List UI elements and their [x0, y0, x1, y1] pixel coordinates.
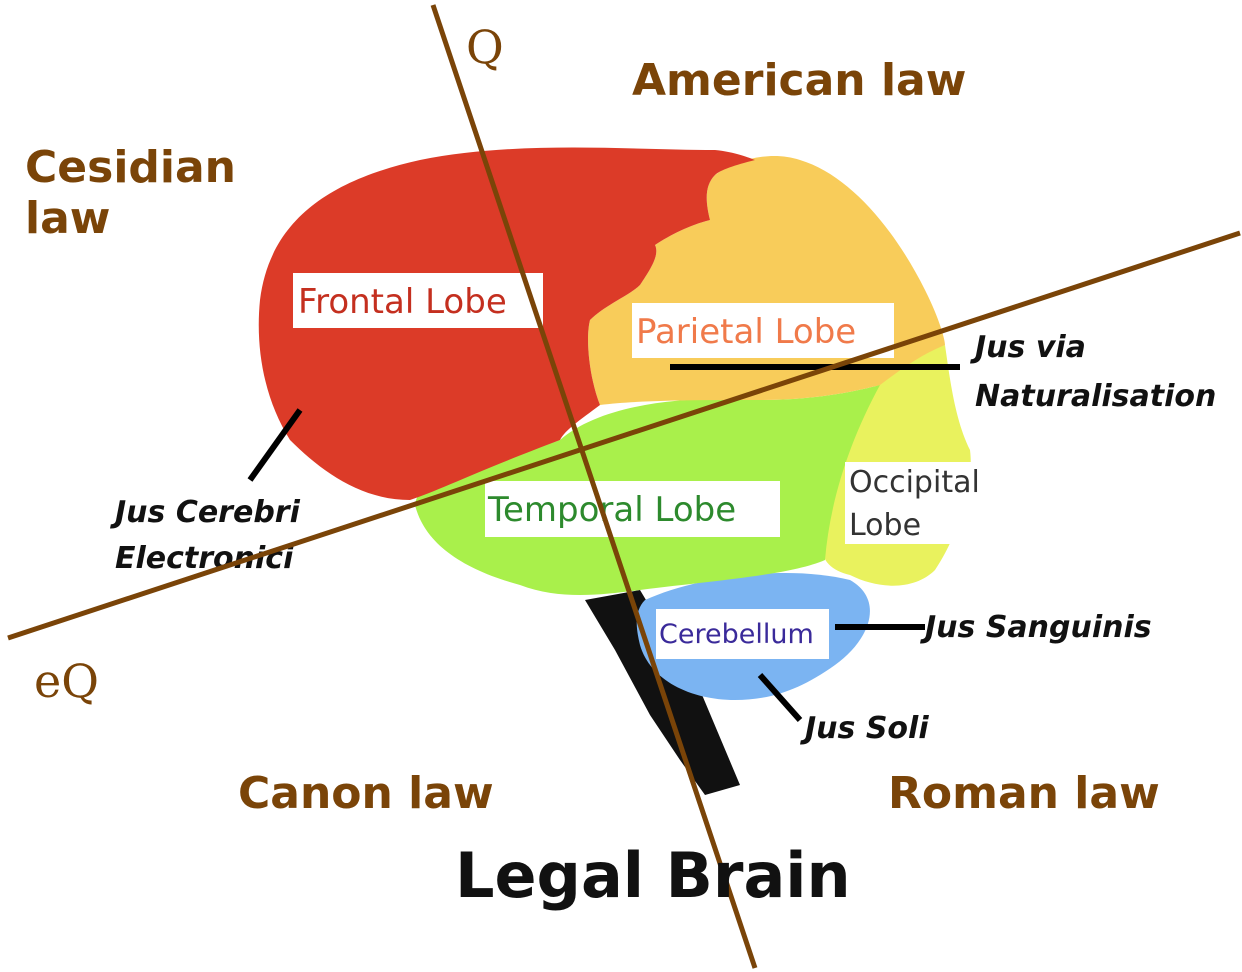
law-bottom-right: Roman law — [888, 768, 1160, 819]
law-left-line2: law — [25, 193, 110, 244]
law-top: American law — [632, 55, 966, 106]
annotation-naturalisation: Naturalisation — [975, 379, 1216, 414]
cerebri-pointer — [250, 410, 300, 480]
frontal-lobe-label: Frontal Lobe — [298, 282, 507, 322]
law-left-line1: Cesidian — [25, 142, 236, 193]
occipital-lobe-label-line2: Lobe — [849, 508, 921, 543]
q-axis-label: Q — [466, 20, 504, 74]
annotation-jus-cerebri: Jus Cerebri — [110, 495, 301, 530]
temporal-lobe-label: Temporal Lobe — [487, 490, 736, 530]
occipital-lobe-label-line1: Occipital — [849, 465, 980, 500]
cerebellum-label: Cerebellum — [659, 619, 814, 650]
diagram-title: Legal Brain — [455, 839, 851, 912]
annotation-electronici: Electronici — [115, 541, 294, 576]
annotation-jus-via: Jus via — [970, 330, 1086, 365]
eq-axis-label: eQ — [34, 654, 99, 708]
annotation-jus-soli: Jus Soli — [800, 711, 929, 746]
law-bottom-left: Canon law — [238, 768, 494, 819]
annotation-jus-sanguinis: Jus Sanguinis — [920, 610, 1152, 645]
parietal-lobe-label: Parietal Lobe — [636, 312, 856, 352]
